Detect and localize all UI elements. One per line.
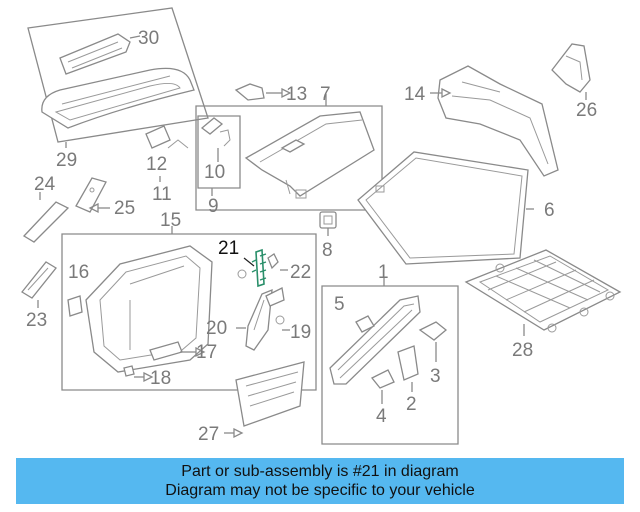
- callout-15: 15: [160, 210, 181, 231]
- part-8-clip: [319, 211, 337, 236]
- info-banner: Part or sub-assembly is #21 in diagram D…: [16, 458, 624, 504]
- part-14-side-trim: [430, 65, 559, 177]
- callout-4: 4: [376, 406, 387, 427]
- part-13-clip: [234, 83, 292, 101]
- callout-11: 11: [152, 184, 172, 205]
- callout-2: 2: [406, 394, 417, 415]
- callout-7: 7: [320, 84, 331, 105]
- callout-8: 8: [322, 240, 333, 261]
- callout-13: 13: [286, 84, 307, 105]
- sill-plate-group: [321, 278, 459, 445]
- callout-26: 26: [576, 100, 597, 121]
- callout-23: 23: [26, 310, 47, 331]
- trunk-side-trim-group: [61, 226, 317, 391]
- callout-5: 5: [334, 294, 345, 315]
- callout-29: 29: [56, 150, 77, 171]
- callout-17: 17: [196, 342, 217, 363]
- callout-6: 6: [544, 200, 555, 221]
- callout-16: 16: [68, 262, 89, 283]
- part-27-panel: [224, 361, 305, 439]
- callout-19: 19: [290, 322, 311, 343]
- callout-22: 22: [290, 262, 311, 283]
- banner-line-1: Part or sub-assembly is #21 in diagram: [181, 463, 459, 480]
- callout-9: 9: [208, 196, 219, 217]
- part-6-floor-mat: [357, 151, 534, 265]
- small-clip-group: [145, 115, 241, 196]
- callout-3: 3: [430, 366, 441, 387]
- callout-1: 1: [378, 262, 389, 283]
- callout-14: 14: [404, 84, 426, 105]
- trunk-trim-group: [195, 94, 383, 211]
- callout-12: 12: [146, 154, 167, 175]
- callout-28: 28: [512, 340, 533, 361]
- banner-line-2: Diagram may not be specific to your vehi…: [165, 482, 475, 499]
- part-23-cover: [21, 261, 57, 308]
- callout-25: 25: [114, 198, 135, 219]
- parcel-shelf-group: [27, 7, 209, 148]
- callout-30: 30: [138, 28, 159, 49]
- callout-21[interactable]: 21: [218, 238, 239, 259]
- callout-24: 24: [34, 174, 56, 195]
- callout-20: 20: [206, 318, 227, 339]
- part-24-25: [22, 177, 110, 243]
- part-28-cargo-net: [464, 249, 622, 336]
- callout-27: 27: [198, 424, 219, 445]
- part-21-highlighted[interactable]: [243, 248, 267, 288]
- part-26-bracket: [551, 43, 591, 100]
- callout-10: 10: [204, 162, 225, 183]
- callout-18: 18: [150, 368, 171, 389]
